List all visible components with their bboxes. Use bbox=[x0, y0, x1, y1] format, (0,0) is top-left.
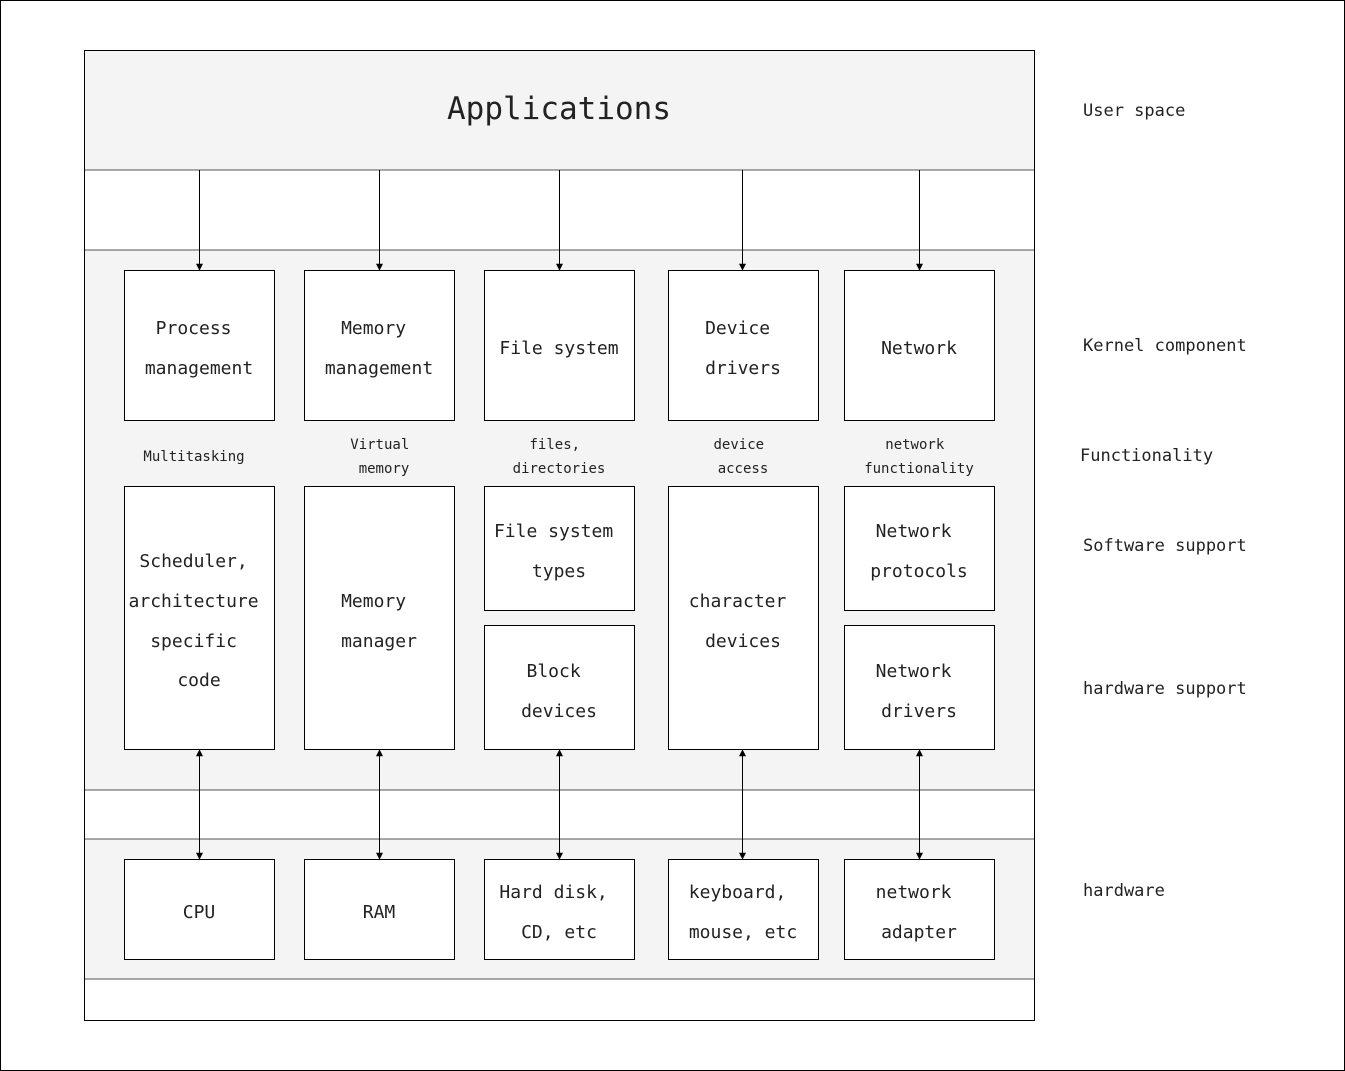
functionality-label: files, directories bbox=[513, 437, 606, 477]
diagram-frame bbox=[84, 50, 1035, 1021]
functionality-label: network functionality bbox=[864, 437, 974, 477]
label-user-space: User space bbox=[1083, 101, 1185, 121]
kernel-component-label: Memory management bbox=[325, 318, 433, 379]
hardware-box: CPU bbox=[124, 859, 275, 960]
hardware-box: keyboard, mouse, etc bbox=[668, 859, 819, 960]
applications-title: Applications bbox=[447, 91, 671, 127]
label-software-support: Software support bbox=[1083, 536, 1247, 556]
hardware-box: RAM bbox=[304, 859, 455, 960]
kernel-component-box: Network bbox=[844, 270, 995, 421]
functionality-label: device access bbox=[713, 437, 772, 477]
network-protocols-box: Network protocols bbox=[844, 486, 995, 611]
network-drivers-box: Network drivers bbox=[844, 625, 995, 750]
kernel-component-label: Network bbox=[881, 338, 957, 359]
kernel-component-box: Process management bbox=[124, 270, 275, 421]
character-devices-box: character devices bbox=[668, 486, 819, 750]
kernel-component-box: File system bbox=[484, 270, 635, 421]
label-hardware: hardware bbox=[1083, 881, 1165, 901]
hardware-label: RAM bbox=[363, 902, 396, 923]
network-drivers-label: Network drivers bbox=[876, 661, 963, 722]
hardware-label: Hard disk, CD, etc bbox=[499, 882, 618, 943]
file-system-types-label: File system types bbox=[494, 521, 624, 582]
block-devices-label: Block devices bbox=[521, 661, 597, 722]
hardware-label: keyboard, mouse, etc bbox=[689, 882, 797, 943]
character-devices-label: character devices bbox=[689, 591, 797, 652]
label-functionality: Functionality bbox=[1080, 446, 1213, 466]
functionality-label: Virtual memory bbox=[350, 437, 417, 477]
hardware-label: network adapter bbox=[876, 882, 963, 943]
kernel-component-box: Memory management bbox=[304, 270, 455, 421]
bottom-band bbox=[85, 979, 1034, 1020]
block-devices-box: Block devices bbox=[484, 625, 635, 750]
hardware-box: network adapter bbox=[844, 859, 995, 960]
kernel-component-label: Device drivers bbox=[705, 318, 781, 379]
label-hardware-support: hardware support bbox=[1083, 679, 1247, 699]
scheduler-label: Scheduler, architecture specific code bbox=[129, 551, 270, 691]
hardware-label: CPU bbox=[183, 902, 216, 923]
scheduler-box: Scheduler, architecture specific code bbox=[124, 486, 275, 750]
label-kernel-component: Kernel component bbox=[1083, 336, 1247, 356]
hardware-box: Hard disk, CD, etc bbox=[484, 859, 635, 960]
file-system-types-box: File system types bbox=[484, 486, 635, 611]
network-protocols-label: Network protocols bbox=[870, 521, 968, 582]
kernel-component-box: Device drivers bbox=[668, 270, 819, 421]
user-space-band bbox=[85, 51, 1034, 170]
memory-manager-label: Memory manager bbox=[341, 591, 417, 652]
functionality-label: Multitasking bbox=[143, 449, 244, 465]
kernel-component-label: File system bbox=[499, 338, 618, 359]
memory-manager-box: Memory manager bbox=[304, 486, 455, 750]
kernel-component-label: Process management bbox=[145, 318, 253, 379]
